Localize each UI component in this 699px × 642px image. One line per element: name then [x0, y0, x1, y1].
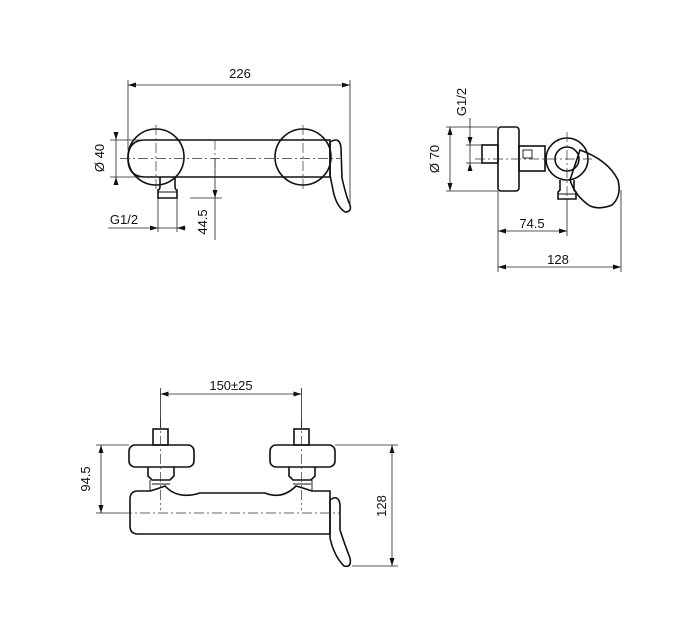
arrowhead — [498, 228, 506, 234]
arrowhead — [212, 190, 218, 198]
dimension-226-label: 226 — [229, 66, 251, 81]
arrowhead — [293, 391, 302, 397]
arrowhead — [98, 445, 104, 453]
dimension-94-5-label: 94.5 — [78, 466, 93, 491]
dimension-150-label: 150±25 — [209, 378, 252, 393]
dimension-g12-label: G1/2 — [454, 88, 469, 116]
arrowhead — [98, 505, 104, 513]
outlet-nipple — [157, 177, 178, 199]
arrowhead — [447, 127, 453, 135]
left-rosette — [128, 444, 195, 468]
arrowhead — [389, 445, 395, 453]
arrowhead — [128, 82, 136, 88]
front-view: 150±25 94.5 128 — [78, 378, 398, 568]
dimension-128-label: 128 — [547, 252, 569, 267]
dimension-d70-label: Ø 70 — [427, 145, 442, 173]
arrowhead — [150, 225, 158, 231]
dimension-d40-label: Ø 40 — [92, 144, 107, 172]
dimension-128-label: 128 — [374, 495, 389, 517]
arrowhead — [447, 183, 453, 191]
connector-nut — [522, 149, 533, 159]
arrowhead — [559, 228, 567, 234]
arrowhead — [467, 163, 473, 171]
lever-handle — [329, 139, 352, 213]
lever-handle — [329, 496, 352, 568]
arrowhead — [113, 177, 119, 185]
arrowhead — [160, 391, 169, 397]
dimension-44-5-label: 44.5 — [195, 209, 210, 234]
left-connector — [147, 467, 175, 481]
arrowhead — [498, 264, 506, 270]
mixer-body — [129, 485, 331, 535]
right-rosette — [269, 444, 336, 468]
lever-handle — [569, 148, 620, 209]
arrowhead — [389, 558, 395, 566]
arrowhead — [177, 225, 185, 231]
side-view: G1/2 Ø 70 74.5 128 — [427, 88, 622, 272]
connector — [518, 145, 546, 172]
arrowhead — [113, 132, 119, 140]
dimension-g12-label: G1/2 — [110, 212, 138, 227]
inlet-pipe — [481, 144, 499, 164]
arrowhead — [613, 264, 621, 270]
right-connector — [288, 467, 316, 481]
dimension-74-5-label: 74.5 — [519, 216, 544, 231]
arrowhead — [342, 82, 350, 88]
arrowhead — [467, 137, 473, 145]
top-view: 226 Ø 40 G1/2 44.5 — [92, 66, 352, 240]
